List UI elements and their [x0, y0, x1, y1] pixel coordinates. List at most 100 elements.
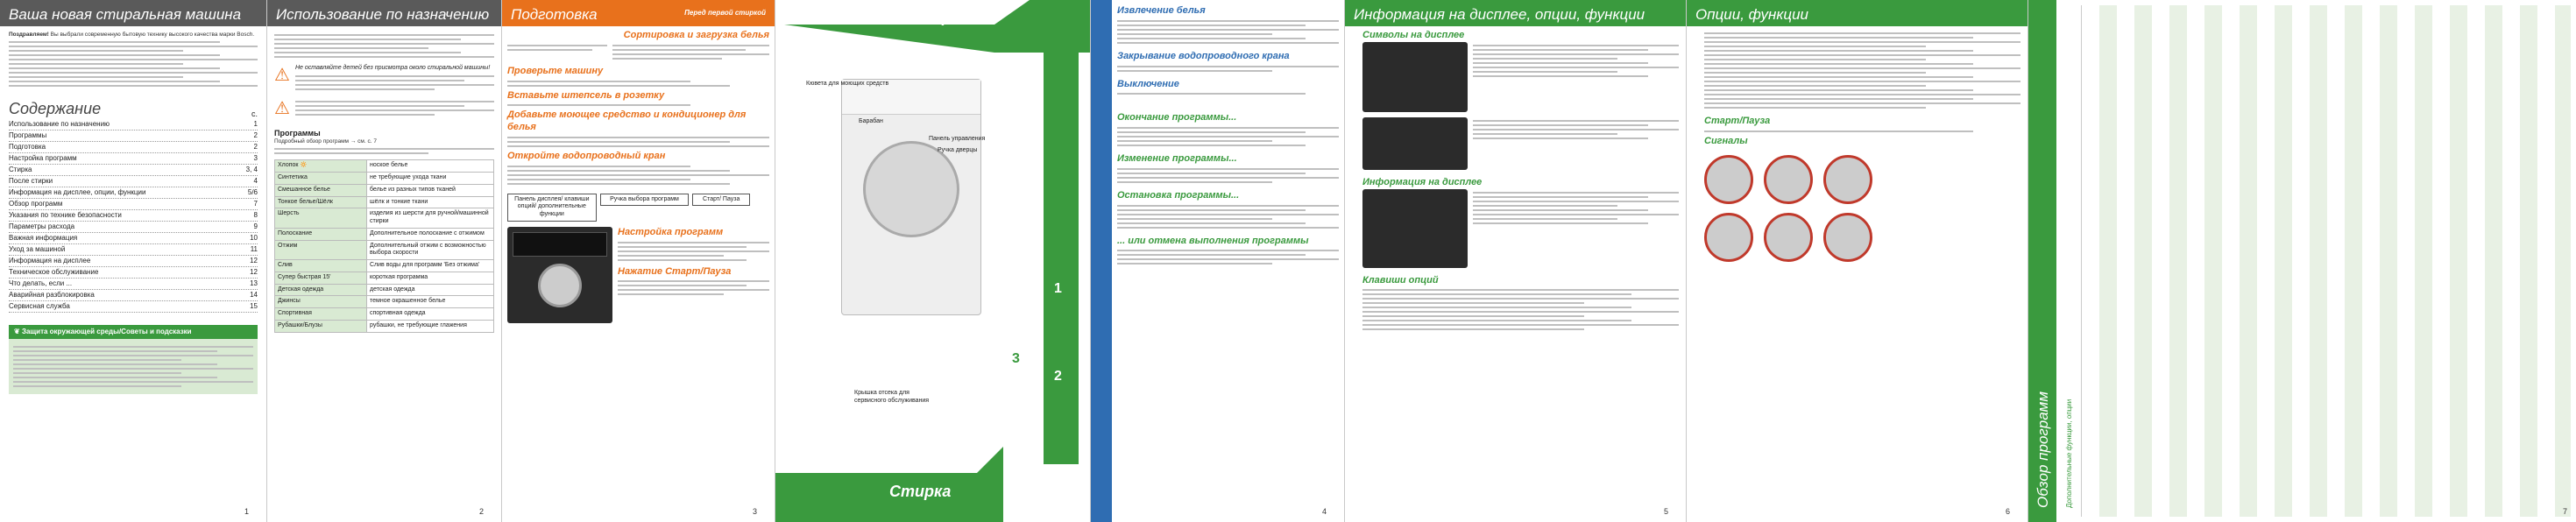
page-title: Подготовка — [511, 6, 598, 23]
program-description: рубашки, не требующие глажения — [366, 319, 494, 333]
toc-item: Сервисная служба 15 — [9, 301, 258, 313]
caption-control-panel: Панель управления — [929, 136, 986, 142]
page-3: Подготовка Перед первой стиркой Сортиров… — [502, 0, 775, 522]
step-number-1: 1 — [1054, 281, 1062, 296]
page-header: Подготовка Перед первой стиркой — [502, 0, 775, 26]
section-display-info: Информация на дисплее — [1362, 176, 1483, 187]
warning-icon: ⚠ — [274, 66, 290, 85]
program-description: шёлк и тонкие ткани — [366, 195, 494, 209]
program-name: Синтетика — [274, 172, 367, 185]
section-sorting: Сортировка и загрузка белья — [623, 30, 769, 40]
display-illustration — [1362, 41, 1468, 112]
label-program-knob: Ручка выбора программ — [599, 193, 690, 207]
program-name: Рубашки/Блузы — [274, 319, 367, 333]
table-row: Хлопок 🔅ноское белье — [274, 159, 494, 173]
page-1: Ваша новая стиральная машина Поздравляем… — [0, 0, 267, 522]
page-number: 2 — [478, 506, 484, 516]
toc-item-page: 15 — [250, 301, 258, 310]
toc-item-label: После стирки — [9, 176, 53, 185]
toc-item: Что делать, если ... 13 — [9, 279, 258, 290]
toc-item-page: 12 — [250, 256, 258, 265]
caption-detergent-drawer: Кювета для моющих средств — [806, 81, 889, 87]
page-title: Обзор программ — [2035, 392, 2051, 508]
toc-item-label: Что делать, если ... — [9, 279, 73, 287]
program-description: Дополнительный отжим с возможностью выбо… — [366, 239, 494, 261]
section-program-end: Окончание программы... — [1117, 112, 1237, 123]
program-name: Спортивная — [274, 307, 367, 321]
page-7: Опции, функции Старт/Пауза Сигналы 6 — [1687, 0, 2028, 522]
program-name: Шерсть — [274, 208, 367, 229]
toc-item-page: 3 — [253, 153, 258, 162]
section-program-setup: Настройка программ — [618, 226, 724, 237]
caption-door-handle: Ручка дверцы — [938, 147, 978, 153]
toc-item-page: 5/6 — [247, 187, 258, 196]
program-description: белье из разных типов тканей — [366, 183, 494, 197]
section-signals: Сигналы — [1704, 135, 1748, 146]
program-description: темное окрашенное белье — [366, 295, 494, 309]
intro-text: Вы выбрали современную бытовую технику в… — [50, 32, 255, 38]
toc-item-page: 7 — [253, 199, 258, 208]
toc-item-label: Сервисная служба — [9, 301, 70, 310]
page-number: 5 — [1663, 506, 1668, 516]
program-name: Детская одежда — [274, 283, 367, 297]
wash-cycle-arrows — [775, 0, 1090, 522]
intro-bold: Поздравляем! — [9, 32, 49, 38]
toc-item-page: 2 — [253, 130, 258, 139]
page-6: Информация на дисплее, опции, функции Си… — [1345, 0, 1687, 522]
page-number: 6 — [2005, 506, 2010, 516]
toc-item-page: 10 — [250, 233, 258, 242]
warning-text: Не оставляйте детей без присмотра около … — [294, 65, 491, 71]
toc-item-page: 8 — [253, 210, 258, 219]
toc-item-page: 13 — [250, 279, 258, 287]
section-unload: Извлечение белья — [1117, 5, 1206, 16]
toc-item-label: Использование по назначению — [9, 119, 110, 128]
page-subtitle: Дополнительные функции, опции — [2065, 399, 2073, 508]
toc-item-page: 12 — [250, 267, 258, 276]
section-press-start: Нажатие Старт/Пауза — [618, 265, 732, 277]
toc-item-label: Информация на дисплее — [9, 256, 91, 265]
page-8: Обзор программ Дополнительные функции, о… — [2028, 0, 2576, 522]
program-name: Слив — [274, 259, 367, 272]
toc-item: Информация на дисплее, опции, функции 5/6 — [9, 187, 258, 199]
programs-text: Подробный обзор программ → см. с. 7 — [274, 138, 377, 145]
knob-illustrations — [1704, 212, 2020, 262]
section-plug-in: Вставьте штепсель в розетку — [507, 89, 665, 101]
program-description: детская одежда — [366, 283, 494, 297]
page-number: 3 — [752, 506, 757, 516]
page-title: Опции, функции — [1687, 0, 2028, 26]
toc-item-label: Стирка — [9, 165, 32, 173]
page-2: Использование по назначению ⚠ Не оставля… — [267, 0, 502, 522]
eco-title: Защита окружающей среды/Советы и подсказ… — [21, 327, 192, 335]
program-name: Полоскание — [274, 227, 367, 241]
page-subtitle: Перед первой стиркой — [684, 9, 766, 17]
toc-title: Содержание — [9, 100, 102, 118]
section-switch-off: Выключение — [1117, 78, 1179, 89]
program-name: Тонкое белье/Шёлк — [274, 195, 367, 209]
program-name: Супер быстрая 15' — [274, 271, 367, 285]
section-display-symbols: Символы на дисплее — [1362, 30, 1465, 40]
toc-item: Стирка 3, 4 — [9, 165, 258, 176]
table-row: Супер быстрая 15'короткая программа — [274, 271, 494, 285]
program-description: не требующие ухода ткани — [366, 172, 494, 185]
program-description: изделия из шерсти для ручной/машинной ст… — [366, 208, 494, 229]
step-number-2: 2 — [1054, 369, 1062, 384]
display-illustration — [1362, 116, 1468, 170]
toc-item-page: 3, 4 — [245, 165, 258, 173]
toc-item-label: Информация на дисплее, опции, функции — [9, 187, 146, 196]
toc-item-page: 9 — [253, 222, 258, 230]
leaf-icon: ❦ — [14, 327, 20, 335]
toc-item-label: Техническое обслуживание — [9, 267, 99, 276]
program-description: короткая программа — [366, 271, 494, 285]
